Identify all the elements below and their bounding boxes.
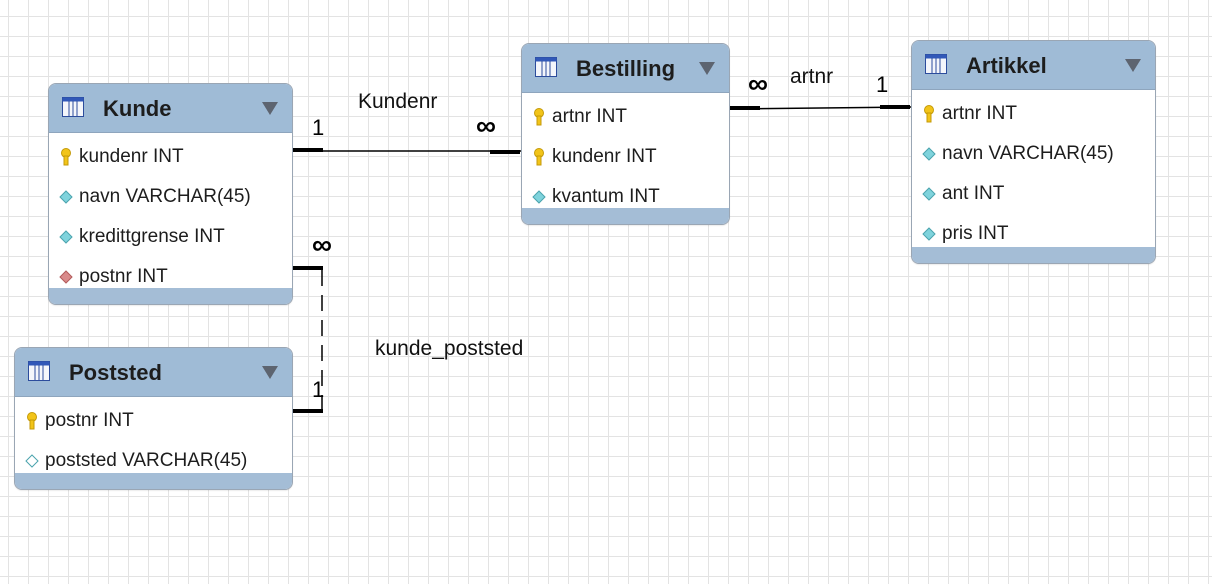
- attribute-diamond-icon: [922, 225, 936, 243]
- attribute-diamond-icon: [532, 188, 546, 206]
- table-poststed[interactable]: Poststed postnr INT poststed VARCHAR(45): [14, 347, 293, 490]
- column-label: kundenr INT: [552, 146, 657, 167]
- foreign-key-diamond-icon: [59, 268, 73, 286]
- table-title: Kunde: [103, 96, 172, 121]
- attribute-diamond-icon: [922, 185, 936, 203]
- table-icon: [28, 361, 50, 381]
- cardinality-label: ∞: [748, 68, 768, 99]
- column-row[interactable]: kredittgrense INT: [49, 217, 292, 257]
- key-icon: [532, 148, 546, 166]
- table-title: Artikkel: [966, 53, 1047, 78]
- column-label: kredittgrense INT: [79, 226, 225, 247]
- cardinality-label: 1: [876, 72, 889, 97]
- column-label: kvantum INT: [552, 186, 660, 207]
- table-icon: [62, 97, 84, 117]
- column-row[interactable]: artnr INT: [912, 94, 1155, 134]
- attribute-diamond-outline-icon: [25, 452, 39, 470]
- column-row[interactable]: kvantum INT: [522, 177, 729, 217]
- column-row[interactable]: poststed VARCHAR(45): [15, 441, 292, 481]
- key-icon: [922, 105, 936, 123]
- relationship-label-artnr[interactable]: artnr: [790, 65, 834, 88]
- table-footer: [522, 208, 729, 224]
- dropdown-arrow-icon[interactable]: [1125, 59, 1141, 72]
- column-label: postnr INT: [45, 410, 134, 431]
- column-label: kundenr INT: [79, 146, 184, 167]
- dropdown-arrow-icon[interactable]: [699, 62, 715, 75]
- cardinality-label: ∞: [312, 229, 332, 260]
- column-label: navn VARCHAR(45): [942, 143, 1114, 164]
- table-header[interactable]: Kunde: [49, 84, 292, 133]
- column-row[interactable]: artnr INT: [522, 97, 729, 137]
- attribute-diamond-icon: [59, 188, 73, 206]
- column-row[interactable]: navn VARCHAR(45): [912, 134, 1155, 174]
- cardinality-label: ∞: [476, 110, 496, 141]
- key-icon: [59, 148, 73, 166]
- table-header[interactable]: Artikkel: [912, 41, 1155, 90]
- key-icon: [532, 108, 546, 126]
- column-label: poststed VARCHAR(45): [45, 450, 248, 471]
- table-footer: [912, 247, 1155, 263]
- column-label: artnr INT: [942, 103, 1017, 124]
- relationship-label-kunde-poststed[interactable]: kunde_poststed: [375, 337, 524, 360]
- table-artikkel[interactable]: Artikkel artnr INT navn VARCHAR(45) ant …: [911, 40, 1156, 264]
- attribute-diamond-icon: [59, 228, 73, 246]
- column-row[interactable]: pris INT: [912, 214, 1155, 254]
- cardinality-label: 1: [312, 115, 325, 140]
- table-header[interactable]: Poststed: [15, 348, 292, 397]
- dropdown-arrow-icon[interactable]: [262, 102, 278, 115]
- column-label: ant INT: [942, 183, 1005, 204]
- cardinality-label: 1: [312, 377, 325, 402]
- column-row[interactable]: kundenr INT: [49, 137, 292, 177]
- attribute-diamond-icon: [922, 145, 936, 163]
- table-footer: [49, 288, 292, 304]
- table-title: Bestilling: [576, 56, 676, 81]
- table-icon: [925, 54, 947, 74]
- table-bestilling[interactable]: Bestilling artnr INT kundenr INT kvantum…: [521, 43, 730, 225]
- table-footer: [15, 473, 292, 489]
- column-label: navn VARCHAR(45): [79, 186, 251, 207]
- table-icon: [535, 57, 557, 77]
- column-row[interactable]: navn VARCHAR(45): [49, 177, 292, 217]
- column-row[interactable]: kundenr INT: [522, 137, 729, 177]
- column-label: postnr INT: [79, 266, 168, 287]
- table-title: Poststed: [69, 360, 162, 385]
- column-label: artnr INT: [552, 106, 627, 127]
- table-header[interactable]: Bestilling: [522, 44, 729, 93]
- column-row[interactable]: ant INT: [912, 174, 1155, 214]
- relationship-label-kundenr[interactable]: Kundenr: [358, 90, 438, 113]
- dropdown-arrow-icon[interactable]: [262, 366, 278, 379]
- table-kunde[interactable]: Kunde kundenr INT navn VARCHAR(45) kredi…: [48, 83, 293, 305]
- column-row[interactable]: postnr INT: [15, 401, 292, 441]
- column-label: pris INT: [942, 223, 1009, 244]
- key-icon: [25, 412, 39, 430]
- column-row[interactable]: postnr INT: [49, 257, 292, 297]
